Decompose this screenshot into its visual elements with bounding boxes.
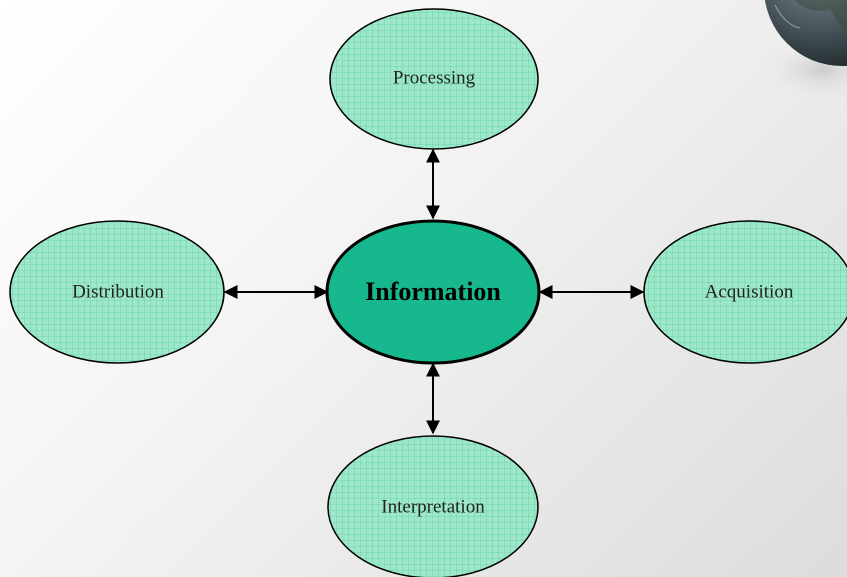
node-processing-label: Processing [393, 67, 476, 88]
node-acquisition: Acquisition [643, 220, 847, 364]
node-interpretation-label: Interpretation [381, 496, 485, 517]
node-acquisition-label: Acquisition [705, 281, 794, 302]
node-processing: Processing [329, 8, 539, 150]
node-interpretation: Interpretation [327, 435, 539, 577]
node-distribution-label: Distribution [72, 281, 164, 302]
node-information: Information [325, 219, 541, 365]
node-distribution: Distribution [9, 220, 225, 364]
globe-decoration-icon [762, 0, 847, 100]
node-information-label: Information [365, 277, 501, 306]
